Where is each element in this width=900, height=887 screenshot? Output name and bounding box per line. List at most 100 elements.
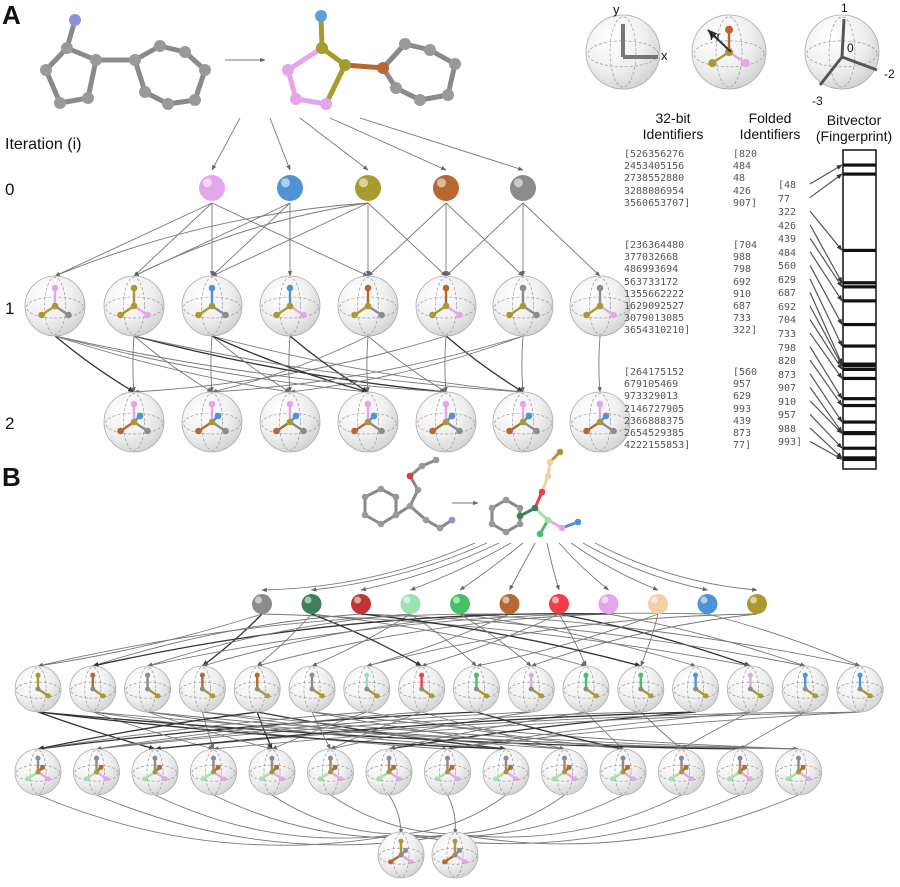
atom <box>117 311 124 319</box>
atom <box>602 412 610 420</box>
atom <box>457 847 463 853</box>
atom <box>388 859 394 865</box>
atom <box>449 764 455 770</box>
atom <box>396 776 402 782</box>
atom <box>327 755 334 761</box>
atom <box>452 838 458 844</box>
atom <box>130 302 138 310</box>
b-arrow-i0-to-i1-12 <box>311 613 423 667</box>
b-iter1-sphere-7-equator <box>344 681 389 699</box>
b-arrow-i1-to-i2-26 <box>388 711 587 751</box>
b-arrow-i1-to-i2-12 <box>388 711 696 751</box>
atom <box>300 427 307 435</box>
b-iter0-atom-grey <box>252 594 272 614</box>
b-arrow-i0-to-i1-27 <box>37 613 510 667</box>
a-arrow-i1-to-i2-17 <box>520 335 525 393</box>
b-arrow-mol-to-olive <box>594 542 758 592</box>
atom <box>157 764 163 770</box>
a-arrow-i1-to-i2-10 <box>289 335 369 393</box>
atom <box>610 311 617 319</box>
atom <box>54 97 66 109</box>
atom <box>339 59 351 71</box>
b-iter2-sphere-11-meridian <box>614 749 632 795</box>
a-iter2-sphere-2-meridian <box>201 393 223 451</box>
a-iter1-sphere-6-meridian <box>435 277 457 335</box>
bit-77 <box>843 172 876 176</box>
b-iter0-atom-blue <box>697 594 718 614</box>
panel-a-label: A <box>2 0 21 30</box>
axis-y-label: y <box>613 2 620 17</box>
ids32-group-0: [526356276 2453405156 2738552880 3288086… <box>624 149 691 209</box>
bit-arrow-957 <box>809 413 843 449</box>
bit-arrow-704 <box>809 319 843 370</box>
b-iter1-sphere-8-equator <box>399 681 444 699</box>
b-arrow-i0-to-i1-14 <box>311 613 411 667</box>
bit-arrow-988 <box>809 427 843 459</box>
b-arrow-i0-to-i1-28 <box>421 613 560 667</box>
atom <box>317 776 323 782</box>
atom <box>403 847 409 853</box>
atom <box>90 672 96 678</box>
bit-910 <box>843 431 876 436</box>
atom <box>45 776 51 782</box>
atom <box>155 693 161 699</box>
a-arrow-i0-to-i1-3 <box>211 202 291 277</box>
atom <box>429 693 435 699</box>
bond <box>344 62 384 71</box>
axis-ir-label: i·r <box>710 29 721 43</box>
atom <box>683 764 689 770</box>
atom <box>572 776 578 782</box>
b-iter2-sphere-4 <box>190 748 237 796</box>
atom <box>506 311 513 319</box>
atom <box>208 302 216 310</box>
atom <box>376 776 382 782</box>
a-iter2-sphere-4-meridian <box>357 393 379 451</box>
atom-darkgreen <box>516 512 524 520</box>
atom-peach <box>546 458 554 466</box>
b-arrow-i0-to-i1-15 <box>459 613 697 667</box>
b-iter2-sphere-10-equator <box>542 764 587 782</box>
b-arrow-i1-to-i2-32 <box>37 711 507 752</box>
atom <box>364 302 372 310</box>
a-iter2-sphere-7-meridian <box>589 393 611 451</box>
atom <box>488 504 496 512</box>
atom <box>795 755 802 761</box>
atom <box>139 86 151 98</box>
atom <box>208 418 216 426</box>
atom <box>392 511 400 519</box>
b-iter2-sphere-14-equator <box>776 764 821 782</box>
a-arrow-i0-to-i1-10 <box>367 202 447 277</box>
a-iter0-atom-violet <box>199 175 225 201</box>
a-iter2-sphere-6-meridian <box>512 393 534 451</box>
a-iter0-atom-grey-body <box>510 175 536 201</box>
bit-arrow-820 <box>809 359 843 406</box>
b-iter1-sphere-11-meridian <box>577 666 595 712</box>
b-iter1-sphere-3 <box>124 665 172 713</box>
b-iter1-sphere-6 <box>288 665 336 713</box>
atom <box>35 769 41 775</box>
a-arrow-i1-to-i2-16 <box>133 335 447 394</box>
b-arrow-i0-to-i1-7 <box>256 613 609 667</box>
atom <box>361 493 369 501</box>
a-iter2-sphere-1 <box>103 391 165 453</box>
b-arrow-i2-to-i3-7 <box>447 794 458 835</box>
atom <box>377 485 385 493</box>
atom <box>309 672 315 678</box>
a-iter0-atom-olive <box>355 175 381 201</box>
atom-violet <box>558 524 566 532</box>
axis-sphere-xy-equator <box>587 40 659 68</box>
atom <box>747 672 753 678</box>
b-arrow-i0-to-i1-13 <box>360 613 806 668</box>
bit-873 <box>843 420 876 424</box>
b-iter3-sphere-2-meridian <box>446 832 464 878</box>
b-iter2-sphere-4-meridian <box>205 749 222 795</box>
b-iter1-sphere-15-meridian <box>796 666 814 712</box>
b-iter1-sphere-11-equator <box>563 681 609 699</box>
a-iter1-sphere-8 <box>569 275 631 337</box>
b-arrow-i1-to-i2-1 <box>92 711 449 751</box>
axis-sphere-coords-equator <box>806 40 878 68</box>
b-iter3-sphere-2 <box>431 831 479 879</box>
b-arrow-i0-to-i1-21 <box>366 613 758 667</box>
b-arrow-mol-to-darkgreen <box>310 542 488 592</box>
atom-green <box>536 530 544 538</box>
